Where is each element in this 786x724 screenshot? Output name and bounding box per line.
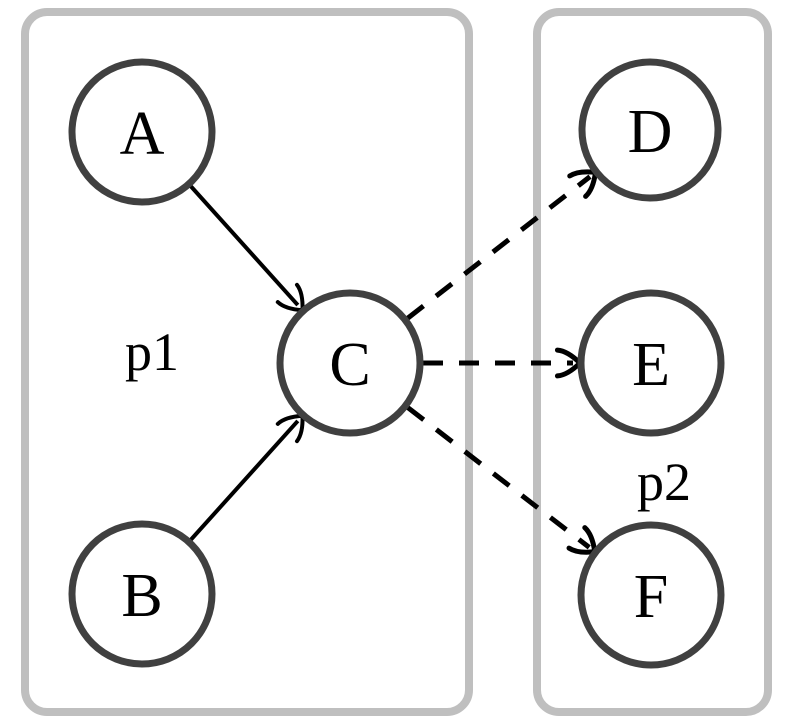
node-label-E: E — [632, 331, 670, 399]
node-circle-E[interactable] — [577, 289, 725, 437]
edges-layer — [189, 169, 599, 555]
node-A[interactable]: A — [68, 58, 216, 206]
edge-line-C-F — [406, 405, 591, 550]
node-E[interactable]: E — [577, 289, 725, 437]
edge-line-B-C — [189, 419, 300, 542]
node-circle-A[interactable] — [68, 58, 216, 206]
edge-C-D — [406, 169, 599, 321]
cluster-label-p1: p1 — [125, 322, 179, 382]
edge-line-C-D — [406, 174, 592, 321]
node-F[interactable]: F — [577, 521, 725, 669]
edge-line-A-C — [189, 184, 300, 307]
edge-A-C — [189, 184, 305, 313]
edge-C-F — [406, 405, 598, 555]
cluster-label-p2: p2 — [637, 452, 691, 512]
edge-C-E — [423, 347, 583, 379]
node-circle-C[interactable] — [276, 289, 424, 437]
cluster-labels-layer: p1 p2 — [125, 322, 691, 512]
node-label-B: B — [121, 562, 162, 630]
node-label-F: F — [634, 563, 668, 631]
node-circle-D[interactable] — [578, 58, 722, 202]
edge-B-C — [189, 413, 305, 542]
node-label-A: A — [120, 100, 165, 168]
nodes-layer: A B C D E F — [68, 58, 725, 669]
node-D[interactable]: D — [578, 58, 722, 202]
node-C[interactable]: C — [276, 289, 424, 437]
node-label-C: C — [329, 331, 370, 399]
node-B[interactable]: B — [68, 520, 216, 668]
node-circle-B[interactable] — [68, 520, 216, 668]
node-circle-F[interactable] — [577, 521, 725, 669]
node-label-D: D — [628, 98, 673, 166]
